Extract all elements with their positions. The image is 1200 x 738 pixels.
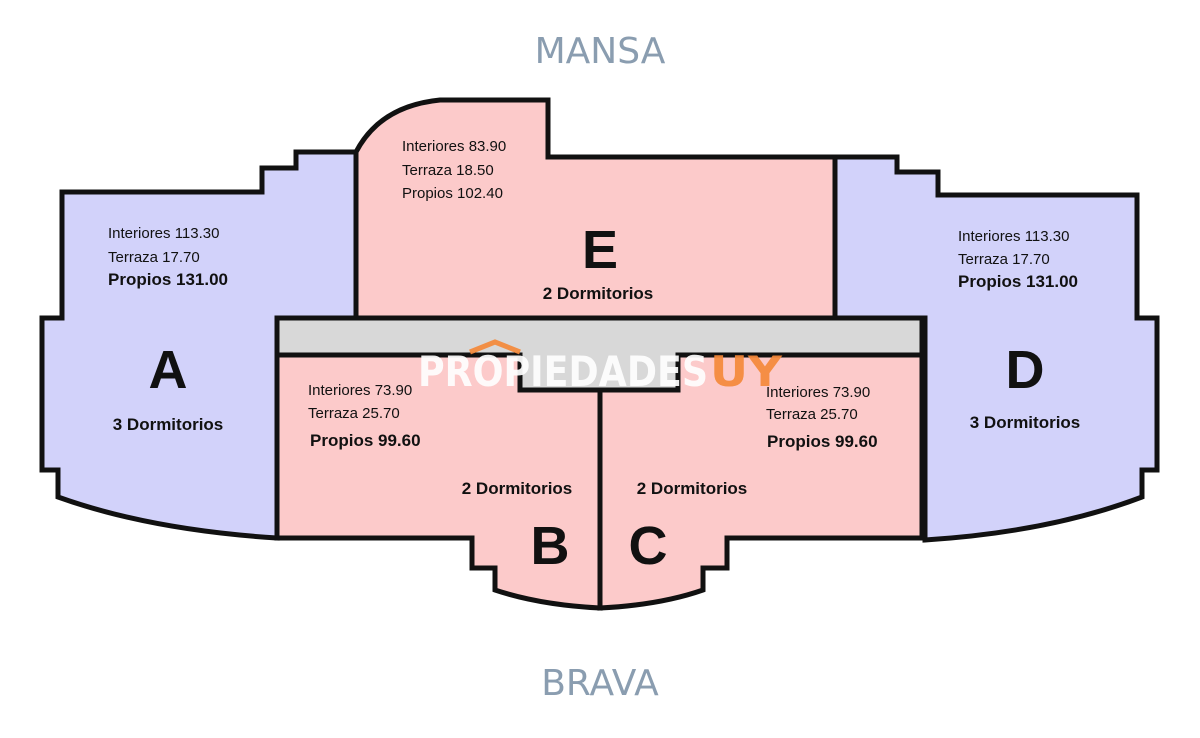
unit-d-propios: Propios 131.00 [958,272,1078,291]
unit-c-interiores: Interiores 73.90 [766,384,870,401]
unit-d-letter: D [1006,340,1045,400]
unit-a-terraza: Terraza 17.70 [108,249,200,266]
unit-a-letter: A [149,340,188,400]
watermark-main: PROPIEDADES [418,347,708,396]
unit-e-dormitorios: 2 Dormitorios [543,284,654,303]
unit-b-labels: Interiores 73.90 Terraza 25.70 Propios 9… [308,382,572,576]
unit-d-shape [832,154,1160,543]
unit-e-shape [353,97,838,321]
unit-a-labels: Interiores 113.30 Terraza 17.70 Propios … [108,225,228,434]
unit-b-dormitorios: 2 Dormitorios [462,479,573,498]
orientation-top-label: MANSA [535,31,666,72]
unit-d-dormitorios: 3 Dormitorios [970,413,1081,432]
unit-b-terraza: Terraza 25.70 [308,405,400,422]
unit-d-labels: Interiores 113.30 Terraza 17.70 Propios … [958,228,1080,432]
unit-a-dormitorios: 3 Dormitorios [113,415,224,434]
unit-c-shape [597,352,925,611]
watermark-logo: PROPIEDADES UY [418,339,783,396]
unit-c-propios: Propios 99.60 [767,432,878,451]
unit-c-dormitorios: 2 Dormitorios [637,479,748,498]
unit-d-interiores: Interiores 113.30 [958,228,1069,245]
house-roof-icon [469,339,521,355]
unit-e-terraza: Terraza 18.50 [402,162,494,179]
unit-e-letter: E [582,220,618,280]
unit-b-propios: Propios 99.60 [310,431,421,450]
unit-d-terraza: Terraza 17.70 [958,251,1050,268]
unit-e-labels: Interiores 83.90 Terraza 18.50 Propios 1… [402,138,653,303]
unit-c-labels: Interiores 73.90 Terraza 25.70 Propios 9… [629,384,878,576]
unit-a-propios: Propios 131.00 [108,270,228,289]
corridor [274,315,925,393]
unit-b-letter: B [531,516,570,576]
unit-e-interiores: Interiores 83.90 [402,138,506,155]
unit-b-interiores: Interiores 73.90 [308,382,412,399]
orientation-bottom-label: BRAVA [541,663,659,704]
unit-a-interiores: Interiores 113.30 [108,225,219,242]
unit-c-letter: C [629,516,668,576]
watermark-accent: UY [710,347,783,396]
unit-c-terraza: Terraza 25.70 [766,406,858,423]
unit-e-propios: Propios 102.40 [402,185,503,202]
